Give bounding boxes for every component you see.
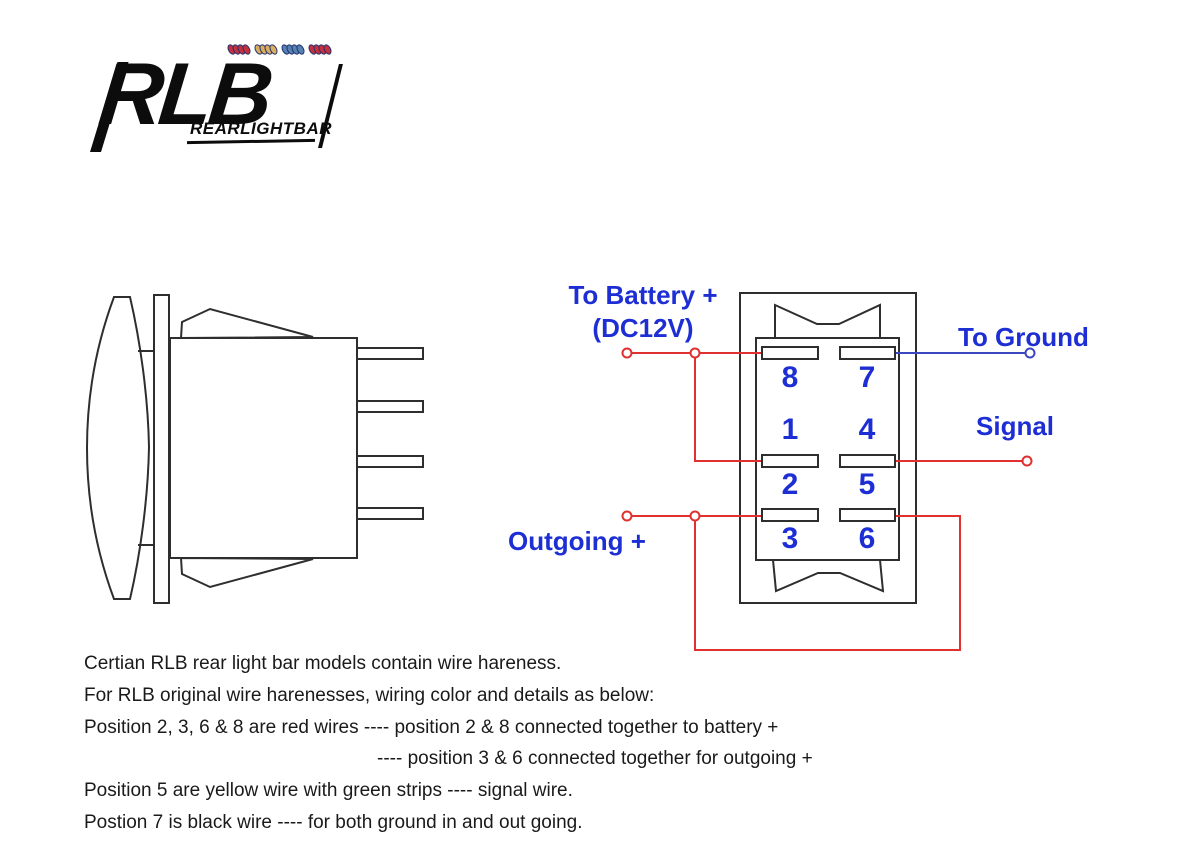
switch-inner-body: [755, 337, 900, 561]
pin-number-2: 2: [781, 468, 799, 501]
outgoing-label: Outgoing +: [508, 526, 646, 556]
switch-body: [169, 337, 358, 559]
retaining-clip-bottom: [179, 556, 314, 589]
terminal-pin-2: [356, 400, 424, 413]
battery-label-line2: (DC12V): [592, 313, 694, 343]
terminal-pin-4: [356, 507, 424, 520]
terminal-slot-6: [839, 508, 896, 522]
terminal-pin-1: [356, 347, 424, 360]
wiring-notes: Certian RLB rear light bar models contai…: [84, 648, 1004, 839]
node-outgoing-end: [621, 510, 633, 522]
node-battery-end: [621, 347, 633, 359]
note-line-1: Certian RLB rear light bar models contai…: [84, 653, 562, 674]
node-outgoing-junction: [689, 510, 701, 522]
mounting-flange: [153, 294, 170, 604]
pin-number-1: 1: [781, 413, 799, 446]
pin-number-4: 4: [858, 413, 876, 446]
connector-nodes: [621, 347, 1036, 522]
pin-number-3: 3: [781, 522, 799, 555]
terminal-slot-8: [761, 346, 819, 360]
node-signal-end: [1021, 455, 1033, 467]
note-line-4: ---- position 3 & 6 connected together f…: [377, 748, 813, 770]
battery-label: To Battery + (DC12V): [533, 279, 753, 345]
note-line-2: For RLB original wire harenesses, wiring…: [84, 684, 655, 706]
battery-label-line1: To Battery +: [568, 280, 718, 310]
clip-bottom: [771, 559, 885, 593]
node-battery-junction: [689, 347, 701, 359]
terminal-slot-5: [839, 454, 896, 468]
switch-side-view: [85, 294, 424, 604]
ground-label: To Ground: [958, 322, 1089, 352]
signal-label: Signal: [976, 411, 1055, 441]
switch-outline: [739, 292, 917, 604]
pin-number-6: 6: [858, 522, 876, 555]
terminal-slot-7: [839, 346, 896, 360]
note-line-5: Position 5 are yellow wire with green st…: [84, 780, 573, 802]
wire-battery-branch: [694, 353, 762, 462]
terminal-slots: [761, 346, 896, 522]
node-ground-end: [1024, 347, 1036, 359]
clip-top: [774, 303, 881, 339]
logo-subtitle-text: REARLIGHTBAR: [190, 119, 332, 138]
retaining-clip-top: [179, 307, 314, 340]
pin-number-7: 7: [858, 361, 876, 394]
pin-number-5: 5: [858, 468, 876, 501]
terminal-slot-2: [761, 454, 819, 468]
wires: [632, 352, 1025, 651]
rocker-lens: [85, 296, 151, 600]
note-line-6: Postion 7 is black wire ---- for both gr…: [84, 811, 583, 833]
note-line-3: Position 2, 3, 6 & 8 are red wires ---- …: [84, 716, 779, 738]
terminal-slot-3: [761, 508, 819, 522]
switch-back-view: [739, 292, 917, 604]
terminal-pin-3: [356, 455, 424, 468]
wire-outgoing-loop: [694, 515, 961, 651]
pin-number-8: 8: [781, 361, 799, 394]
